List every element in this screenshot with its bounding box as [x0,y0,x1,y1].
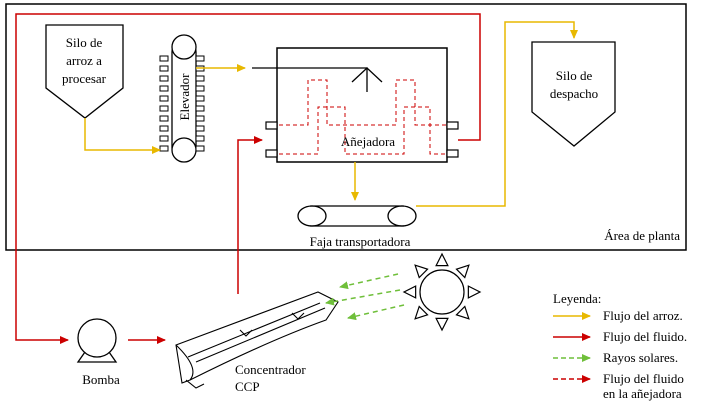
solar-rays [325,273,405,321]
sun-icon [402,252,482,332]
elevator-bucket [159,125,169,132]
pump [76,318,118,363]
elevator-bucket [159,65,169,72]
elevator-bucket [195,115,205,122]
elevator [159,34,205,163]
sun-ray [414,264,429,279]
aging-machine-ports [265,121,459,158]
elevator-bucket [159,95,169,102]
sun-ray [455,305,470,320]
elevator-label: Elevador [177,73,192,121]
elevator-bucket [195,125,205,132]
conveyor [297,205,417,227]
silo-input-shape [45,24,124,119]
plant-area-label: Área de planta [604,228,680,243]
sun-ray [435,252,449,267]
aging-fluid-dashed-path [279,79,446,155]
legend-label-0: Flujo del arroz. [603,308,683,323]
rice-flow [84,21,578,207]
silo-output-shape [531,41,616,147]
elevator-bucket [195,105,205,112]
legend-label-3: Flujo del fluido [603,371,684,386]
concentrator-label-1: Concentrador [235,362,306,377]
elevator-bucket [159,145,169,152]
sun-ray [435,317,449,332]
elevator-bucket [159,135,169,142]
legend-label-2: Rayos solares. [603,350,678,365]
elevator-bucket [159,105,169,112]
sun-ray [467,285,482,299]
elevator-bucket [195,95,205,102]
legend-label-3: en la añejadora [603,386,682,401]
aging-machine-label: Añejadora [341,134,395,149]
plant-area-border [5,3,687,251]
elevator-bucket [195,85,205,92]
fluid-flow [15,13,481,344]
silo-input-label-2: arroz a [66,53,102,68]
concentrator-label-2: CCP [235,379,260,394]
elevator-bucket [195,55,205,62]
silo-input-label-1: Silo de [66,35,103,50]
concentrator-ccp [175,291,339,389]
sun-ray [455,264,470,279]
sun-ray [414,305,429,320]
elevator-bucket [195,75,205,82]
sun-ray [402,285,417,299]
elevator-bucket [159,55,169,62]
aging-machine-body [276,47,448,163]
elevator-bucket [159,115,169,122]
legend: Leyenda: Flujo del arroz. Flujo del fluid… [553,291,687,401]
conveyor-label: Faja transportadora [310,234,411,249]
elevator-bucket [159,85,169,92]
aging-internal-arrowhead [351,67,383,83]
silo-output-label-2: despacho [550,86,598,101]
elevator-bucket [195,135,205,142]
legend-title: Leyenda: [553,291,601,306]
elevator-bucket [195,145,205,152]
legend-label-1: Flujo del fluido. [603,329,687,344]
pump-label: Bomba [82,372,120,387]
elevator-bucket [159,75,169,82]
silo-output-label-1: Silo de [556,68,593,83]
silo-input-label-3: procesar [62,71,107,86]
